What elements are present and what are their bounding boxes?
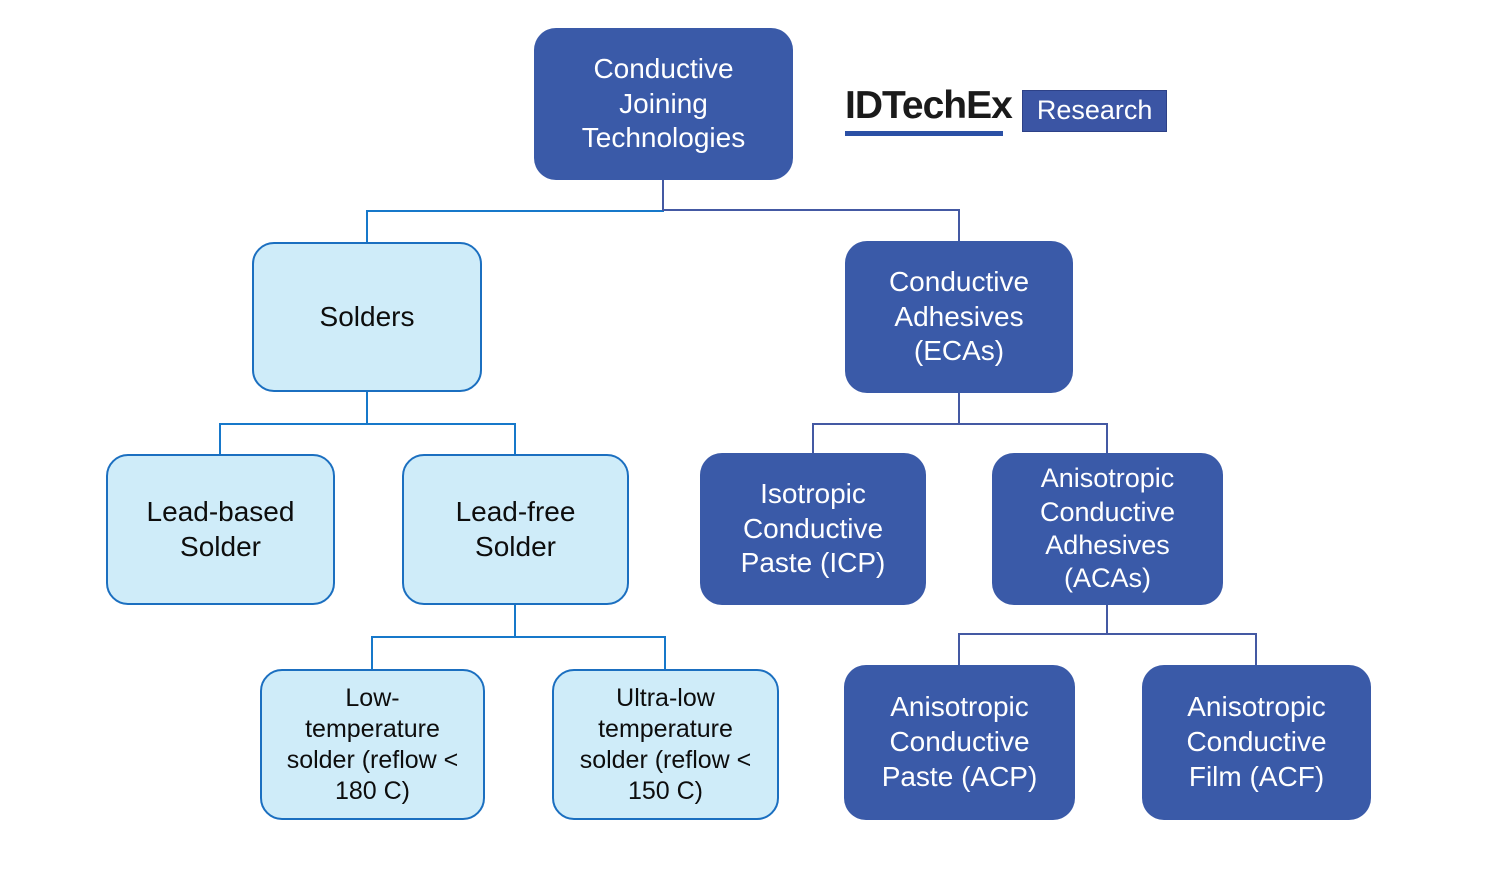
connector-ecas-stem (958, 393, 960, 424)
connector-drop-acp (958, 633, 960, 666)
connector-drop-acf (1255, 633, 1257, 666)
idtechex-research-badge: Research (1021, 90, 1168, 132)
node-label: Anisotropic Conductive Paste (ACP) (881, 691, 1038, 792)
connector-root-left-horizontal (366, 210, 664, 212)
node-label: Isotropic Conductive Paste (ICP) (740, 477, 886, 579)
connector-drop-acas (1106, 423, 1108, 454)
node-solders: Solders (252, 242, 482, 392)
node-label: Ultra-low temperature solder (reflow < 1… (579, 683, 752, 805)
node-label: Lead-based Solder (146, 495, 295, 562)
connector-drop-lead-based (219, 423, 221, 455)
idtechex-logo: IDTechEx Research (845, 86, 1168, 136)
node-label: Solders (319, 300, 415, 332)
idtechex-brand-text: IDTechEx (845, 84, 1013, 127)
node-label: Low- temperature solder (reflow < 180 C) (286, 683, 459, 805)
node-anisotropic-conductive-film-acf: Anisotropic Conductive Film (ACF) (1142, 665, 1371, 820)
node-lead-based-solder: Lead-based Solder (106, 454, 335, 605)
node-ultra-low-temperature-solder: Ultra-low temperature solder (reflow < 1… (552, 669, 779, 820)
node-conductive-adhesives-ecas: Conductive Adhesives (ECAs) (845, 241, 1073, 393)
connector-solders-horizontal (219, 423, 516, 425)
node-label: Conductive Adhesives (ECAs) (888, 265, 1030, 367)
node-low-temperature-solder: Low- temperature solder (reflow < 180 C) (260, 669, 485, 820)
connector-lead-free-horizontal (371, 636, 666, 638)
node-anisotropic-conductive-adhesives-acas: Anisotropic Conductive Adhesives (ACAs) (992, 453, 1223, 605)
connector-solders-stem (366, 392, 368, 424)
connector-lead-free-stem (514, 604, 516, 637)
node-isotropic-conductive-paste-icp: Isotropic Conductive Paste (ICP) (700, 453, 926, 605)
node-label: Conductive Joining Technologies (581, 52, 746, 154)
connector-drop-icp (812, 423, 814, 454)
connector-drop-low-temp (371, 636, 373, 670)
idtechex-brand-block: IDTechEx (845, 86, 1014, 136)
connector-root-right-horizontal (662, 209, 959, 211)
node-anisotropic-conductive-paste-acp: Anisotropic Conductive Paste (ACP) (844, 665, 1075, 820)
connector-ecas-horizontal (812, 423, 1108, 425)
connector-drop-solders (366, 210, 368, 243)
node-conductive-joining-technologies: Conductive Joining Technologies (534, 28, 793, 180)
node-label: Lead-free Solder (455, 495, 576, 562)
connector-acas-horizontal (958, 633, 1256, 635)
connector-acas-stem (1106, 604, 1108, 634)
idtechex-underline (845, 131, 1003, 136)
node-label: Anisotropic Conductive Film (ACF) (1186, 691, 1327, 792)
connector-drop-lead-free (514, 423, 516, 455)
connector-drop-ultra-low (664, 636, 666, 670)
connector-drop-ecas (958, 209, 960, 242)
node-lead-free-solder: Lead-free Solder (402, 454, 629, 605)
node-label: Anisotropic Conductive Adhesives (ACAs) (1039, 463, 1176, 594)
connector-root-stem (662, 180, 664, 211)
